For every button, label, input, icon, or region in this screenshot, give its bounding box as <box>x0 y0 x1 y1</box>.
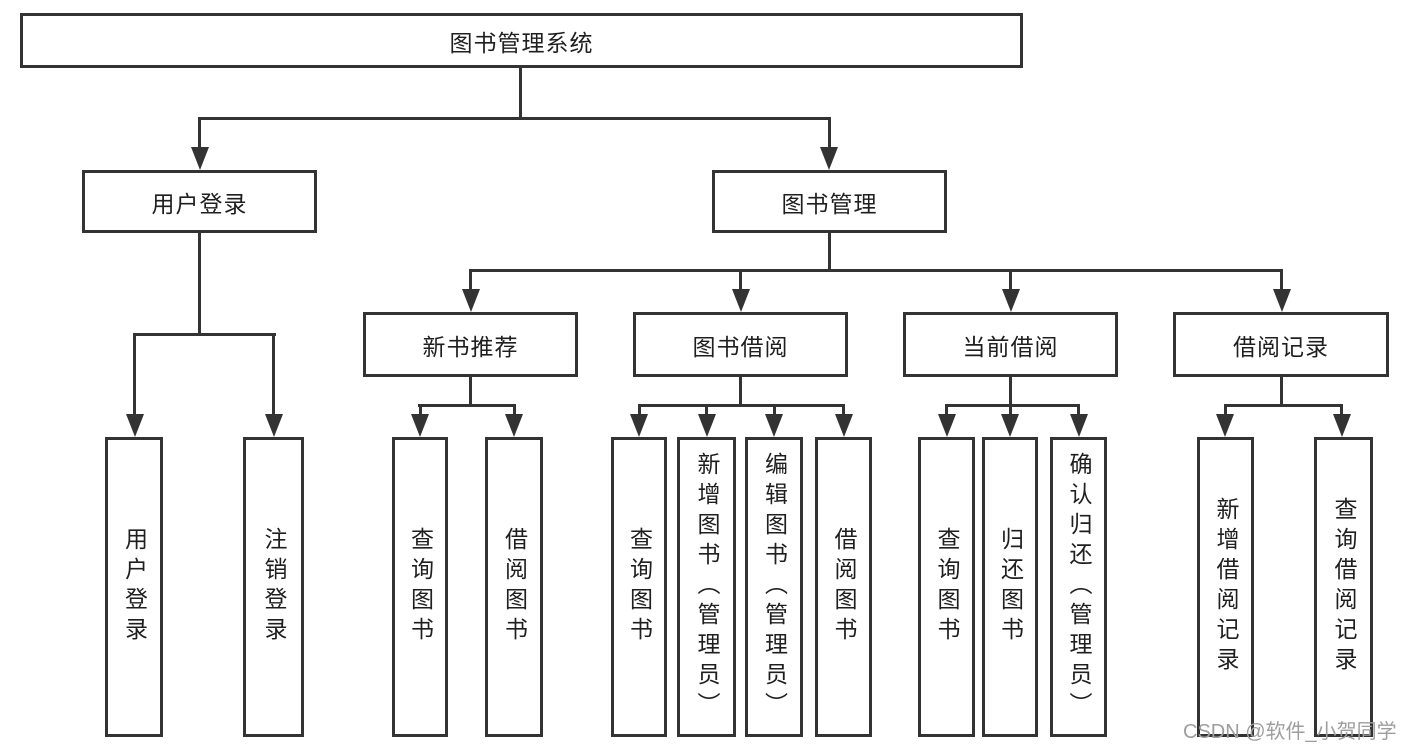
leaf-bw-add-books-admin: 新增图书（管理员） <box>677 437 736 737</box>
connector-borrow-stem <box>739 377 742 406</box>
node-root: 图书管理系统 <box>20 13 1023 68</box>
leaf-cur-query-books: 查询图书 <box>918 437 975 737</box>
leaf-logout: 注销登录 <box>243 437 304 737</box>
leaf-bw-edit-books-admin-label: 编辑图书（管理员） <box>761 452 788 722</box>
connector-drop-cur-return <box>1009 407 1012 416</box>
node-book-borrow: 图书借阅 <box>633 312 848 377</box>
connector-drop-bw-add <box>705 407 708 416</box>
arrowhead-nb-borrow <box>505 414 523 437</box>
arrowhead-leaf-login <box>126 414 144 437</box>
leaf-nb-query-books: 查询图书 <box>392 437 448 737</box>
connector-drop-cur-confirm <box>1077 407 1080 416</box>
connector-drop-bw-query <box>638 407 641 416</box>
connector-drop-leaf-login <box>133 336 136 414</box>
connector-drop-bw-borrow <box>842 407 845 416</box>
arrowhead-cur-query <box>938 414 956 437</box>
arrowhead-user-login <box>191 147 209 170</box>
leaf-rec-add-record: 新增借阅记录 <box>1197 437 1254 737</box>
node-new-book-recommend-label: 新书推荐 <box>422 333 519 360</box>
leaf-bw-borrow-books: 借阅图书 <box>815 437 872 737</box>
arrowhead-current <box>1002 289 1020 312</box>
arrowhead-cur-confirm <box>1070 414 1088 437</box>
connector-drop-leaf-logout <box>272 336 275 414</box>
arrowhead-borrow <box>732 289 750 312</box>
connector-drop-rec-query <box>1340 407 1343 416</box>
connector-new-books-splitter <box>418 404 516 407</box>
connector-user-login-stem <box>198 233 201 334</box>
connector-user-login-splitter <box>133 333 276 336</box>
leaf-cur-confirm-return-admin: 确认归还（管理员） <box>1050 437 1107 737</box>
arrowhead-book-mgmt <box>820 147 838 170</box>
connector-records-splitter <box>1224 404 1343 407</box>
csdn-watermark: CSDN @软件_小贺同学 <box>1183 721 1397 743</box>
arrowhead-bw-add <box>698 414 716 437</box>
connector-drop-rec-add <box>1224 407 1227 416</box>
connector-drop-borrow <box>739 272 742 290</box>
leaf-cur-confirm-return-admin-label: 确认归还（管理员） <box>1066 452 1092 722</box>
leaf-cur-return-books: 归还图书 <box>982 437 1038 737</box>
leaf-user-login-label: 用户登录 <box>121 527 148 647</box>
leaf-bw-add-books-admin-label: 新增图书（管理员） <box>694 452 720 722</box>
arrowhead-bw-borrow <box>835 414 853 437</box>
node-root-label: 图书管理系统 <box>449 29 594 56</box>
node-current-borrow-label: 当前借阅 <box>962 333 1059 360</box>
arrowhead-rec-add <box>1216 414 1234 437</box>
connector-level3-hline <box>469 269 1283 272</box>
connector-level2-hline <box>198 117 831 120</box>
connector-drop-nb-query <box>419 407 422 416</box>
arrowhead-new-books <box>462 289 480 312</box>
node-borrow-records: 借阅记录 <box>1173 312 1389 377</box>
connector-drop-book-mgmt <box>828 117 831 147</box>
node-current-borrow: 当前借阅 <box>903 312 1118 377</box>
connector-current-splitter <box>945 404 1080 407</box>
connector-book-mgmt-stem <box>828 233 831 271</box>
node-new-book-recommend: 新书推荐 <box>363 312 578 377</box>
leaf-nb-borrow-books-label: 借阅图书 <box>501 527 528 647</box>
leaf-cur-query-books-label: 查询图书 <box>934 527 960 647</box>
leaf-nb-borrow-books: 借阅图书 <box>485 437 543 737</box>
connector-drop-user-login <box>198 117 201 147</box>
arrowhead-records <box>1273 289 1291 312</box>
connector-drop-bw-edit <box>773 407 776 416</box>
leaf-bw-query-books: 查询图书 <box>611 437 667 737</box>
node-book-management: 图书管理 <box>712 170 947 233</box>
connector-drop-cur-query <box>945 407 948 416</box>
leaf-cur-return-books-label: 归还图书 <box>997 527 1024 647</box>
connector-drop-new-books <box>469 272 472 290</box>
leaf-rec-query-record-label: 查询借阅记录 <box>1331 497 1357 677</box>
node-borrow-records-label: 借阅记录 <box>1233 333 1329 360</box>
arrowhead-bw-edit <box>765 414 783 437</box>
leaf-bw-borrow-books-label: 借阅图书 <box>831 527 857 647</box>
leaf-user-login: 用户登录 <box>105 437 163 737</box>
node-book-borrow-label: 图书借阅 <box>692 333 789 360</box>
connector-root-stem <box>519 68 522 119</box>
leaf-bw-edit-books-admin: 编辑图书（管理员） <box>745 437 803 737</box>
connector-current-stem <box>1009 377 1012 406</box>
arrowhead-leaf-logout <box>265 414 283 437</box>
connector-new-books-stem <box>469 377 472 406</box>
arrowhead-rec-query <box>1333 414 1351 437</box>
node-user-login: 用户登录 <box>82 170 317 233</box>
arrowhead-bw-query <box>630 414 648 437</box>
connector-drop-nb-borrow <box>513 407 516 416</box>
connector-records-stem <box>1280 377 1283 406</box>
node-user-login-label: 用户登录 <box>151 190 248 217</box>
arrowhead-nb-query <box>411 414 429 437</box>
leaf-rec-add-record-label: 新增借阅记录 <box>1213 497 1239 677</box>
leaf-logout-label: 注销登录 <box>261 527 287 647</box>
connector-borrow-splitter <box>638 404 845 407</box>
connector-drop-records <box>1280 272 1283 290</box>
connector-drop-current <box>1009 272 1012 290</box>
arrowhead-cur-return <box>1001 414 1019 437</box>
node-book-management-label: 图书管理 <box>781 190 878 217</box>
leaf-rec-query-record: 查询借阅记录 <box>1314 437 1373 737</box>
leaf-nb-query-books-label: 查询图书 <box>407 527 434 647</box>
leaf-bw-query-books-label: 查询图书 <box>626 527 653 647</box>
